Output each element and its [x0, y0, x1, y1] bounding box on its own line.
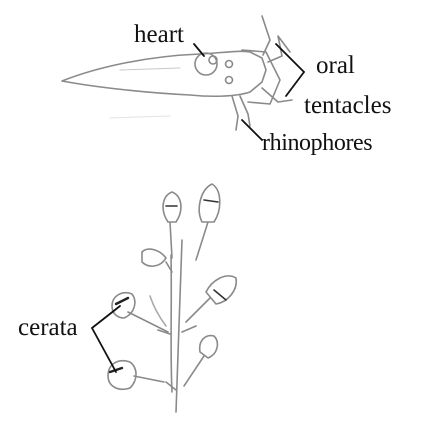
label-rhinophores: rhinophores: [262, 131, 372, 155]
ceras: [108, 361, 164, 389]
label-cerata: cerata: [18, 315, 78, 340]
ceras: [112, 293, 168, 332]
ceras: [142, 249, 172, 272]
leader-oral-upper: [276, 44, 304, 72]
label-heart: heart: [134, 22, 184, 47]
leader-rhinophores: [242, 120, 262, 140]
oral-tentacle-upper: [262, 16, 270, 55]
leader-cerata-upper: [92, 306, 120, 328]
ceras: [184, 336, 217, 386]
body-spot: [226, 61, 233, 68]
ceras: [196, 184, 220, 260]
oral-tentacle-front: [268, 36, 290, 62]
label-oral: oral: [316, 53, 355, 78]
body-spot: [226, 77, 233, 84]
leader-cerata-lower: [92, 328, 116, 372]
branch-stem: [171, 240, 182, 412]
slug-body: [62, 51, 266, 96]
leader-oral-lower: [286, 72, 304, 96]
ceras: [163, 192, 181, 258]
ceras: [186, 276, 236, 322]
rhinophore-front: [240, 96, 250, 126]
rhinophore-back: [232, 96, 238, 130]
label-tentacles: tentacles: [304, 93, 391, 118]
